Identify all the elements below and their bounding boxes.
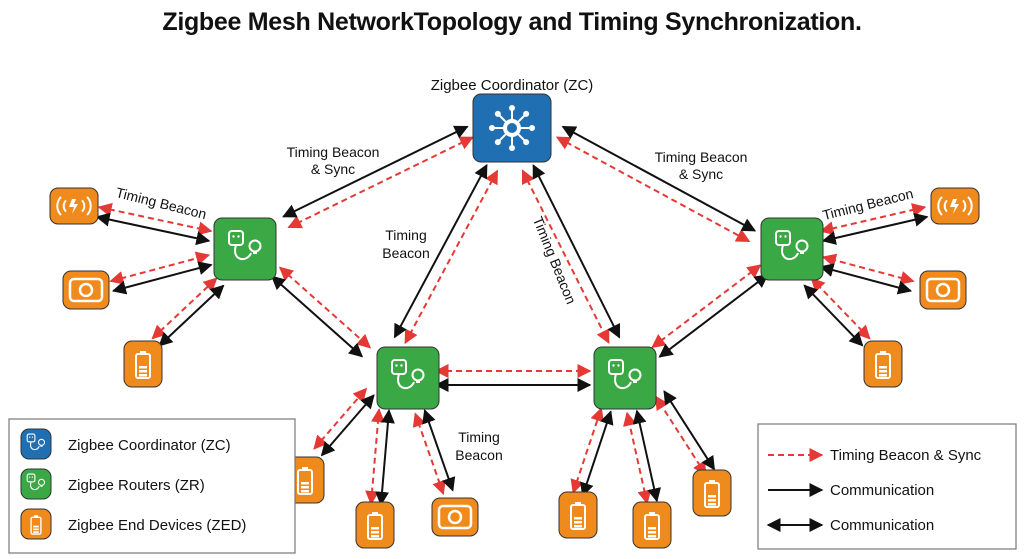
label-left-beacon-sync-2: & Sync — [311, 161, 355, 177]
label-right-beacon-sync-1: Timing Beacon — [655, 149, 748, 165]
rr-ed-cam-timing-link — [821, 253, 915, 285]
rcl-ed-1-comm-link — [320, 394, 375, 457]
legend-router-label: Zigbee Routers (ZR) — [68, 477, 205, 494]
rcl-ed-2-comm-link — [375, 409, 395, 506]
rl-ed-sig-comm-link — [95, 212, 211, 246]
diagram-title: Zigbee Mesh NetworkTopology and Timing S… — [162, 8, 862, 36]
rl-ed-cam-comm-link — [111, 261, 213, 295]
legend-end-device-icon — [20, 508, 52, 540]
router-left-node — [213, 217, 277, 281]
end-device-battery-right — [863, 340, 903, 388]
end-device-camera-left — [62, 270, 110, 310]
label-bottom-beacon-2: Beacon — [455, 447, 502, 463]
rl-ed-bat-comm-link — [158, 284, 225, 347]
links-layer — [95, 125, 929, 506]
end-device-battery-cr1 — [558, 491, 598, 539]
rcr-ed-2-comm-link — [632, 409, 661, 503]
end-device-signal-left — [49, 187, 99, 225]
label-center-beacon-2: Beacon — [382, 245, 429, 261]
legend-links: Timing Beacon & Sync Communication Commu… — [757, 423, 1017, 550]
rr-ed-bat-comm-link — [803, 284, 864, 347]
legend-coordinator-label: Zigbee Coordinator (ZC) — [68, 437, 231, 454]
end-device-signal-right — [930, 187, 980, 225]
coordinator-node — [472, 93, 552, 163]
rr-ed-bat-timing-link — [810, 277, 871, 340]
legend-timing-label: Timing Beacon & Sync — [830, 447, 982, 464]
label-left-beacon-sync-1: Timing Beacon — [287, 144, 380, 160]
rl-rcl-comm-link — [270, 275, 364, 358]
end-device-battery-cl2 — [355, 501, 395, 549]
router-center-left-node — [376, 346, 440, 410]
zc-router-cr-timing-link — [521, 169, 610, 344]
router-center-right-node — [593, 346, 657, 410]
rcl-ed-3-comm-link — [422, 409, 456, 492]
rcr-rr-comm-link — [658, 273, 769, 358]
end-device-camera-right — [919, 270, 967, 310]
legend-end-device-label: Zigbee End Devices (ZED) — [68, 517, 246, 534]
rcl-ed-2-timing-link — [365, 408, 385, 505]
rcr-ed-2-timing-link — [623, 411, 652, 505]
legend-devices: Zigbee Coordinator (ZC) Zigbee Routers (… — [8, 418, 296, 554]
rcr-rr-timing-link — [651, 264, 762, 349]
rcr-ed-1-comm-link — [580, 410, 614, 497]
label-right-router-beacon: Timing Beacon — [821, 185, 915, 223]
rl-ed-cam-timing-link — [109, 251, 211, 285]
zc-router-left-comm-link — [282, 125, 469, 218]
legend-coordinator-icon — [20, 428, 52, 460]
end-device-camera-cl3 — [431, 497, 479, 537]
legend-router-icon — [20, 468, 52, 500]
zc-router-cl-comm-link — [393, 163, 488, 339]
end-device-battery-cr3 — [692, 469, 732, 517]
label-left-router-beacon: Timing Beacon — [114, 184, 208, 222]
rcl-ed-1-timing-link — [313, 387, 368, 450]
label-bottom-beacon-1: Timing — [458, 429, 500, 445]
zc-router-right-comm-link — [561, 125, 757, 232]
coordinator-label: Zigbee Coordinator (ZC) — [431, 77, 594, 94]
rcr-ed-3-comm-link — [663, 390, 716, 471]
label-center-beacon-1: Timing — [385, 227, 427, 243]
rr-ed-cam-comm-link — [819, 263, 913, 295]
rcr-ed-3-timing-link — [654, 395, 707, 476]
label-diag-beacon: Timing Beacon — [530, 214, 580, 306]
rl-rcl-timing-link — [278, 266, 372, 349]
legend-comm-double-label: Communication — [830, 517, 934, 534]
label-right-beacon-sync-2: & Sync — [679, 166, 723, 182]
rr-ed-sig-comm-link — [821, 212, 929, 245]
legend-comm-label: Communication — [830, 482, 934, 499]
end-device-battery-cr2 — [632, 501, 672, 549]
router-right-node — [760, 217, 824, 281]
rl-ed-bat-timing-link — [151, 277, 218, 340]
zc-router-cr-comm-link — [532, 164, 621, 339]
end-device-battery-left — [123, 340, 163, 388]
